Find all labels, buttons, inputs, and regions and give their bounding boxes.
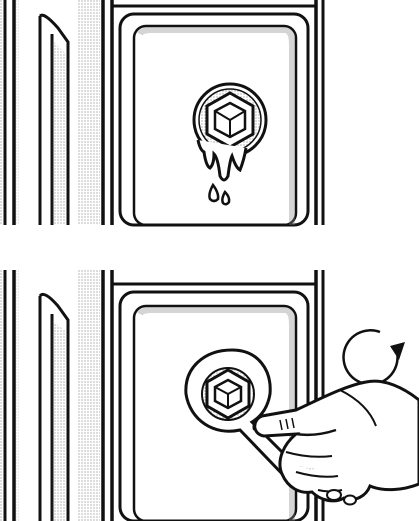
leaking-plug-illustration <box>0 0 325 227</box>
door-edge-strip <box>38 13 70 225</box>
tighten-plug-illustration <box>0 270 419 521</box>
clockwise-arrow-icon <box>342 329 405 386</box>
appliance-frame <box>78 0 325 227</box>
drain-plug-icon <box>205 368 251 420</box>
hand-icon <box>252 379 419 506</box>
door-edge-strip <box>38 292 70 521</box>
appliance-frame <box>78 270 325 521</box>
water-drip-icon <box>196 139 248 206</box>
side-panel-left <box>0 0 19 225</box>
side-panel-left <box>0 270 19 521</box>
step-2-tighten-plug <box>0 270 419 521</box>
step-1-leaking-plug <box>0 0 419 232</box>
drain-plug-icon <box>192 82 268 158</box>
